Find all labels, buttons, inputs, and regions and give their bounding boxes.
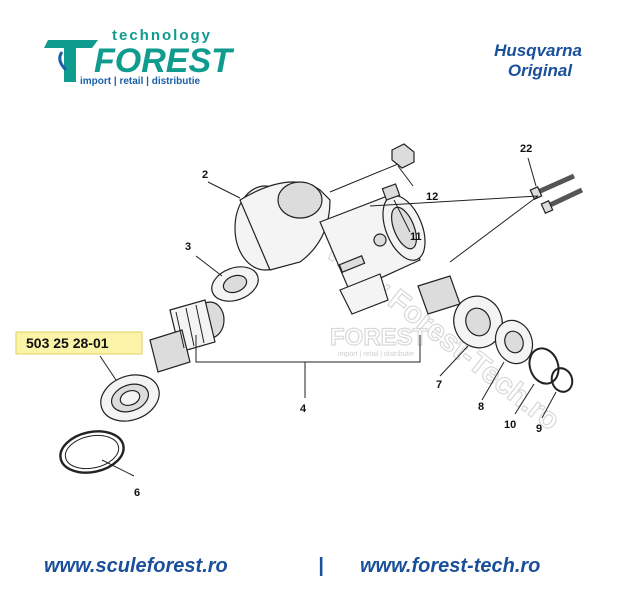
part-number-text: 503 25 28-01: [26, 335, 109, 351]
callout-22: 22: [520, 143, 532, 155]
bolt-head-icon: [391, 143, 415, 169]
small-bearing-part: [211, 266, 259, 302]
callout-8: 8: [478, 401, 484, 413]
screws-part: [529, 173, 584, 214]
brand-line-1: Husqvarna: [494, 41, 582, 60]
footer-url-left: www.sculeforest.ro: [44, 555, 228, 577]
logo-t-mark-icon: [44, 40, 98, 82]
callout-12: 12: [426, 191, 438, 203]
bevel-gear-part: [149, 299, 225, 373]
gear-housing-part: [234, 181, 426, 315]
forest-logo: technology FOREST import | retail | dist…: [44, 27, 235, 87]
footer-separator: |: [318, 555, 324, 577]
screw-2-icon: [546, 187, 584, 209]
brand-line-2: Original: [508, 61, 574, 80]
callout-6: 6: [134, 487, 140, 499]
logo-tagline: import | retail | distributie: [80, 76, 200, 87]
leader-lines: [101, 157, 557, 477]
part-number-box: 503 25 28-01: [15, 331, 143, 381]
logo-tech-text: technology: [112, 27, 212, 44]
callout-7: 7: [436, 379, 442, 391]
circlip-part-icon: [550, 367, 574, 393]
bolt-part: [329, 143, 415, 193]
callout-10: 10: [504, 419, 516, 431]
watermark-logo-text: FOREST: [330, 324, 428, 351]
callout-2: 2: [202, 169, 208, 181]
logo-forest-text: FOREST: [94, 42, 235, 80]
callout-4: 4: [300, 403, 307, 415]
retaining-ring-icon: [59, 430, 125, 474]
bearing-8-part: [494, 319, 534, 365]
callout-9: 9: [536, 423, 542, 435]
callout-11: 11: [410, 231, 422, 243]
nut-part-icon: [381, 183, 401, 201]
screw-1-icon: [536, 173, 576, 195]
shaft-part: [417, 275, 503, 349]
callout-3: 3: [185, 241, 191, 253]
logo-swoosh-icon: [58, 51, 68, 72]
washer-part-icon: [528, 347, 560, 385]
retaining-ring-part: [59, 430, 125, 474]
large-bearing-part: [100, 374, 160, 422]
watermark-tagline: import | retail | distributie: [338, 351, 414, 358]
footer-url-right: www.forest-tech.ro: [360, 555, 540, 577]
